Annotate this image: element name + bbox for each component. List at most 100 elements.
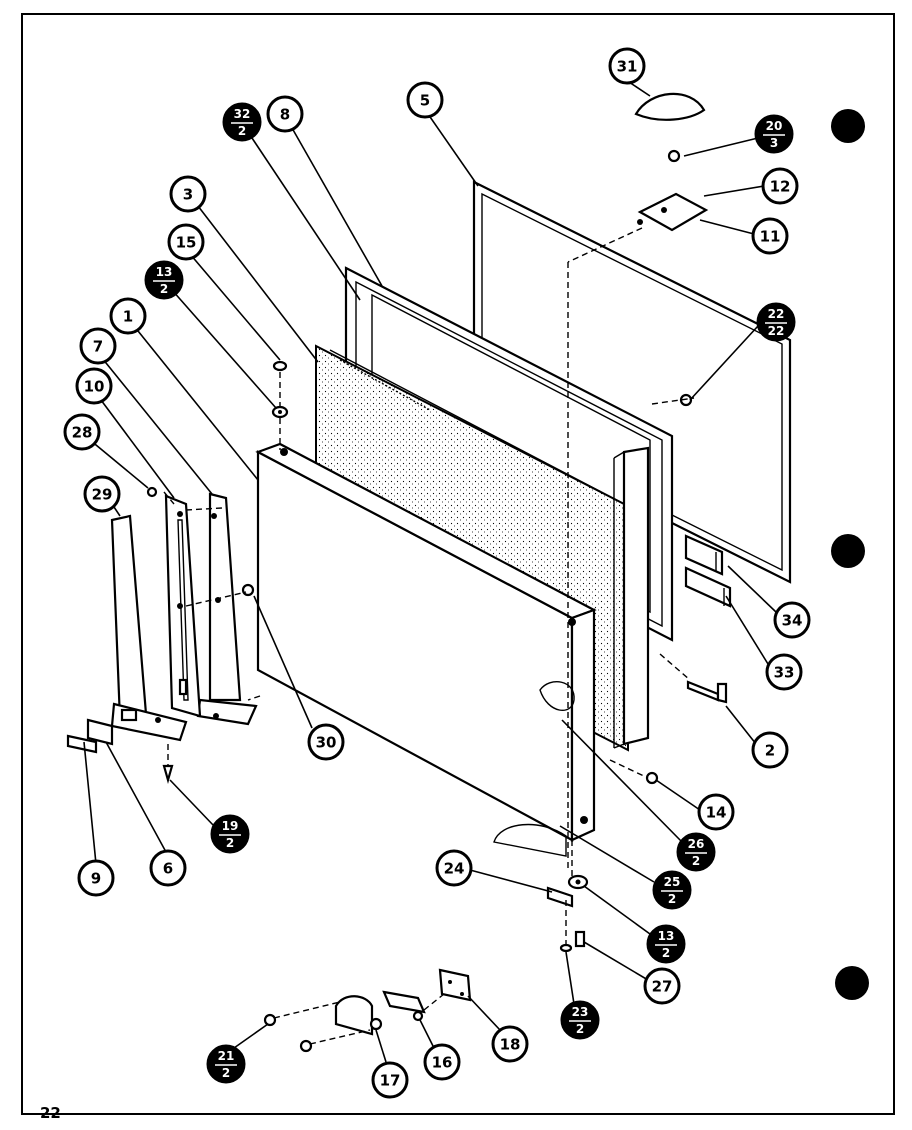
part-clip-6 [86, 718, 114, 746]
callout-quantity: 2 [662, 946, 670, 960]
callout-number: 17 [380, 1072, 401, 1090]
callout-number: 34 [782, 612, 803, 630]
callout-number: 23 [572, 1005, 589, 1019]
part-rails-33-34 [684, 534, 732, 608]
callout-number: 15 [176, 234, 197, 252]
callout-quantity: 2 [576, 1022, 584, 1036]
callout-10: 10 [75, 367, 113, 405]
callout-quantity: 2 [668, 892, 676, 906]
callout-14: 14 [697, 793, 735, 831]
callout-8: 8 [266, 95, 304, 133]
callout-18: 18 [491, 1025, 529, 1063]
callout-32-over-2: 322 [222, 102, 262, 142]
callout-quantity: 2 [222, 1066, 230, 1080]
callout-number: 19 [222, 819, 239, 833]
callout-number: 18 [500, 1036, 521, 1054]
callout-number: 13 [156, 265, 173, 279]
part-door-panel-1 [255, 442, 597, 857]
callout-13-over-2: 132 [144, 260, 184, 300]
callout-number: 31 [617, 58, 638, 76]
callout-quantity: 2 [160, 282, 168, 296]
callout-20-over-3: 203 [754, 114, 794, 154]
callout-13-over-2: 132 [646, 924, 686, 964]
part-washer-14 [645, 771, 659, 785]
callout-quantity: 2 [692, 854, 700, 868]
callout-7: 7 [79, 327, 117, 365]
callout-number: 5 [420, 92, 430, 110]
part-spring-17 [334, 995, 383, 1036]
callout-number: 22 [768, 307, 785, 321]
callout-31: 31 [608, 47, 646, 85]
part-bracket-29 [110, 514, 188, 742]
leader-lines [83, 75, 777, 1063]
callout-26-over-2: 262 [676, 832, 716, 872]
callout-number: 28 [72, 424, 93, 442]
part-bracket-7 [196, 492, 258, 726]
callout-quantity: 2 [238, 124, 246, 138]
part-bracket-18 [438, 968, 472, 1002]
callout-number: 27 [652, 978, 673, 996]
callout-number: 8 [280, 106, 290, 124]
callout-15: 15 [167, 223, 205, 261]
callout-5: 5 [406, 81, 444, 119]
page-border [21, 13, 895, 1115]
part-cover-9 [66, 734, 98, 754]
callout-number: 24 [444, 860, 465, 878]
callout-number: 20 [766, 119, 783, 133]
callout-23-over-2: 232 [560, 1000, 600, 1040]
callout-30: 30 [307, 723, 345, 761]
callout-29: 29 [83, 475, 121, 513]
callout-33: 33 [765, 653, 803, 691]
part-plate-16 [382, 990, 426, 1022]
callout-9: 9 [77, 859, 115, 897]
callout-27: 27 [643, 967, 681, 1005]
callout-number: 25 [664, 875, 681, 889]
callout-quantity: 22 [768, 324, 785, 338]
callout-quantity: 3 [770, 136, 778, 150]
callout-number: 1 [123, 308, 133, 326]
part-top-hinge-11-12 [637, 192, 709, 232]
callout-12: 12 [761, 167, 799, 205]
callout-21-over-2: 212 [206, 1044, 246, 1084]
part-bushing-13-bottom [567, 874, 589, 890]
part-plug-15 [272, 360, 288, 372]
callout-number: 16 [432, 1054, 453, 1072]
callout-6: 6 [149, 849, 187, 887]
part-pin-27 [574, 930, 586, 948]
part-side-strip [613, 446, 650, 749]
callout-number: 30 [316, 734, 337, 752]
callout-16: 16 [423, 1043, 461, 1081]
part-hinge-24 [546, 886, 574, 908]
callout-number: 26 [688, 837, 705, 851]
registration-mark-middle [831, 534, 865, 568]
callout-17: 17 [371, 1061, 409, 1099]
part-bracket-2 [686, 680, 728, 704]
callout-number: 29 [92, 486, 113, 504]
callout-number: 14 [706, 804, 727, 822]
callout-number: 21 [218, 1049, 235, 1063]
registration-mark-top [831, 109, 865, 143]
callout-number: 32 [234, 107, 251, 121]
page-number: 22 [40, 1104, 61, 1122]
callout-number: 3 [183, 186, 193, 204]
part-bracket-10 [164, 494, 202, 718]
registration-mark-bottom [835, 966, 869, 1000]
callout-1: 1 [109, 297, 147, 335]
callout-2: 2 [751, 731, 789, 769]
part-cap-31 [634, 92, 706, 121]
callout-number: 11 [760, 228, 781, 246]
callout-25-over-2: 252 [652, 870, 692, 910]
callout-number: 10 [84, 378, 105, 396]
callout-number: 13 [658, 929, 675, 943]
part-bushing-13-top [271, 405, 289, 419]
callout-quantity: 2 [226, 836, 234, 850]
callout-24: 24 [435, 849, 473, 887]
callout-11: 11 [751, 217, 789, 255]
part-screw-21 [263, 1013, 313, 1053]
callout-number: 2 [765, 742, 775, 760]
part-screw-28 [146, 486, 158, 498]
part-screw-20 [667, 149, 681, 163]
